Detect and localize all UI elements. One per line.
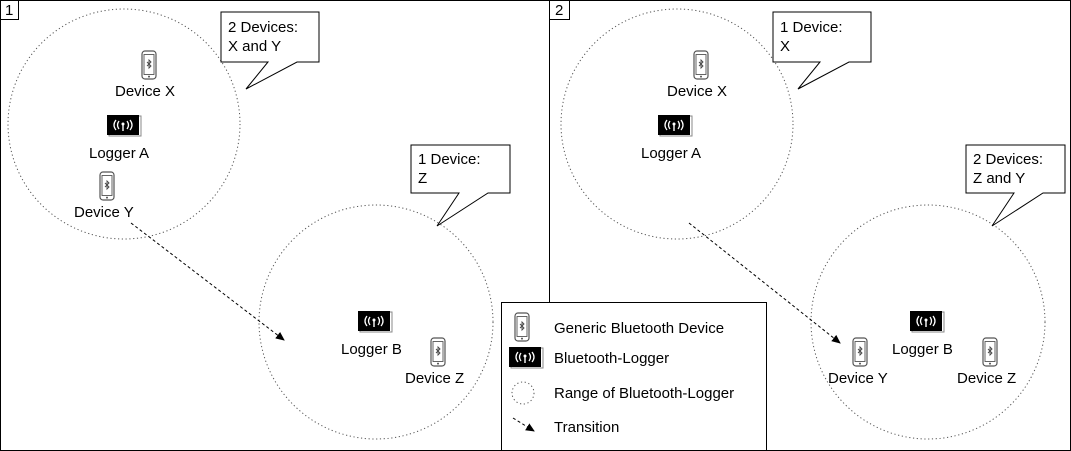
bluetooth-phone-icon [99, 171, 115, 201]
callout-line2: X [780, 38, 790, 55]
transition-arrow [130, 222, 285, 341]
bluetooth-logger-icon [508, 346, 544, 369]
device-label: Device Y [828, 370, 888, 387]
range-logger-b [810, 204, 1046, 440]
legend-label: Transition [554, 419, 619, 436]
transition-arrow [688, 222, 841, 344]
device-label: Device Y [74, 204, 134, 221]
legend-item-logger: Bluetooth-Logger [508, 346, 669, 369]
panel-number-box [0, 0, 19, 20]
logger-b: Logger B [892, 310, 953, 358]
logger-b: Logger B [341, 310, 402, 358]
bluetooth-logger-icon [106, 114, 142, 137]
callout-line2: Z and Y [973, 170, 1025, 187]
panel-2: 2 1 Device: X 2 Devices: Z and Y Device … [549, 0, 1071, 451]
callout-line1: 2 Devices: [228, 19, 298, 36]
panel-frame [0, 0, 550, 451]
logger-a: Logger A [641, 114, 701, 162]
logger-label: Logger B [341, 341, 402, 358]
bluetooth-phone-icon [514, 312, 530, 342]
dotted-circle-icon [511, 381, 535, 405]
bluetooth-phone-icon [693, 50, 709, 80]
device-label: Device Z [957, 370, 1016, 387]
callout-line1: 1 Device: [418, 151, 481, 168]
callout-line2: Z [418, 170, 427, 187]
logger-a: Logger A [89, 114, 149, 162]
logger-label: Logger A [89, 145, 149, 162]
logger-label: Logger A [641, 145, 701, 162]
range-logger-b [258, 204, 494, 440]
device-x: Device X [667, 50, 727, 100]
legend-label: Generic Bluetooth Device [554, 320, 724, 337]
bluetooth-phone-icon [982, 337, 998, 367]
range-logger-a [560, 8, 794, 240]
device-z: Device Z [957, 337, 1016, 387]
logger-label: Logger B [892, 341, 953, 358]
device-label: Device X [115, 83, 175, 100]
legend-box [501, 302, 767, 451]
panel-number: 2 [555, 2, 563, 19]
legend-item-transition: Transition [512, 417, 619, 436]
device-x: Device X [115, 50, 175, 100]
bluetooth-phone-icon [141, 50, 157, 80]
panel-number-box [549, 0, 570, 20]
callout-line1: 2 Devices: [973, 151, 1043, 168]
range-logger-a [7, 8, 241, 240]
callout-logger-a: 1 Device: X [772, 11, 872, 90]
device-y: Device Y [74, 171, 134, 221]
device-label: Device Z [405, 370, 464, 387]
device-y: Device Y [828, 337, 888, 387]
legend-item-device: Generic Bluetooth Device [514, 312, 724, 342]
callout-logger-b: 1 Device: Z [410, 144, 511, 227]
bluetooth-phone-icon [852, 337, 868, 367]
bluetooth-logger-icon [909, 310, 945, 333]
callout-logger-b: 2 Devices: Z and Y [965, 144, 1066, 227]
device-z: Device Z [405, 337, 464, 387]
callout-line2: X and Y [228, 38, 281, 55]
legend-label: Range of Bluetooth-Logger [554, 385, 734, 402]
callout-line1: 1 Device: [780, 19, 843, 36]
panel-number: 1 [5, 2, 13, 19]
legend: Generic Bluetooth Device Bluetooth-Logge… [501, 302, 767, 451]
bluetooth-phone-icon [430, 337, 446, 367]
legend-label: Bluetooth-Logger [554, 350, 669, 367]
legend-item-range: Range of Bluetooth-Logger [511, 381, 734, 405]
device-label: Device X [667, 83, 727, 100]
bluetooth-logger-icon [357, 310, 393, 333]
panel-1: 1 2 Devices: X and Y 1 Device: Z Device … [0, 0, 550, 451]
bluetooth-logger-icon [657, 114, 693, 137]
dashed-arrow-icon [512, 417, 535, 432]
callout-logger-a: 2 Devices: X and Y [220, 11, 320, 90]
